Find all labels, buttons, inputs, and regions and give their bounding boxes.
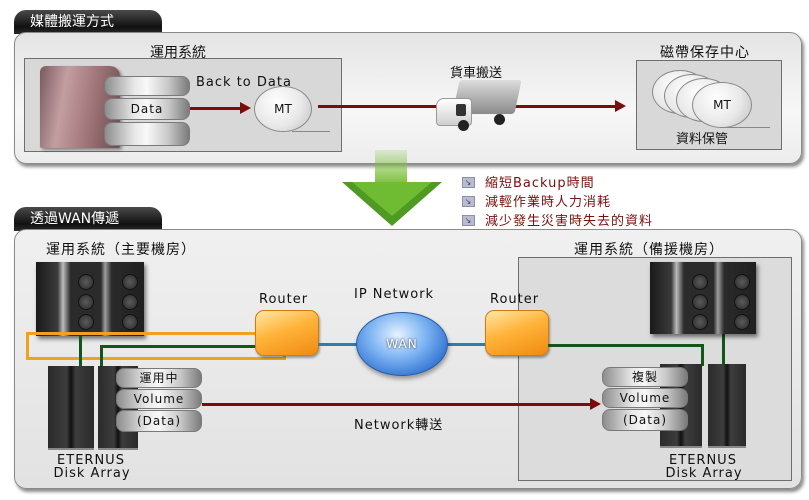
disk-array-rack (708, 364, 746, 448)
disk-array-rack (48, 366, 94, 450)
green-link (100, 345, 103, 368)
green-link (722, 334, 725, 366)
volume-data-label: (Data) (116, 410, 202, 432)
data-label: Data (104, 98, 190, 120)
tape-tail (292, 131, 330, 132)
orange-link (283, 352, 286, 360)
wan-cloud-icon: WAN (356, 312, 448, 376)
bullet-icon: ↘ (462, 215, 475, 226)
bullet-icon: ↘ (462, 177, 475, 188)
mt-label: MT (274, 102, 292, 116)
section2-title: 透過WAN傳遞 (30, 211, 120, 227)
ip-network-label: IP Network (354, 287, 435, 302)
tape-center-caption: 資料保管 (676, 132, 729, 147)
tape-center-mt-label: MT (713, 98, 731, 112)
section1-tab: 媒體搬運方式 (14, 10, 162, 34)
volume-data-label: (Data) (602, 409, 688, 431)
right-router-label: Router (490, 292, 540, 307)
primary-site-title: 運用系統（主要機房） (46, 242, 196, 258)
tape-stack-tail (720, 127, 770, 128)
green-link (100, 345, 256, 348)
ops-system-title: 運用系統 (150, 45, 206, 61)
orange-link (26, 357, 286, 360)
backup-volume-cylinder: 複製 Volume (Data) (602, 367, 688, 431)
tape-reel-icon: MT (254, 86, 312, 132)
network-transfer-arrow-head (590, 398, 601, 410)
volume-label: Volume (602, 388, 688, 408)
network-transfer-label: Network轉送 (354, 418, 444, 433)
primary-array-label-1: ETERNUS (57, 453, 125, 468)
down-arrow-icon (342, 150, 442, 230)
data-cylinder: Data (104, 76, 190, 148)
backup-site-title: 運用系統（備援機房） (574, 242, 724, 258)
green-link (548, 344, 704, 347)
right-router-icon (485, 310, 549, 356)
section1-title: 媒體搬運方式 (30, 14, 114, 30)
tape-reel-front: MT (692, 82, 752, 128)
blue-link (318, 343, 358, 346)
orange-link (26, 332, 29, 360)
backup-array-label-2: Disk Array (665, 466, 743, 481)
truck-icon (436, 80, 522, 132)
backup-array-label-1: ETERNUS (669, 453, 737, 468)
transport-arrow-head (615, 100, 626, 112)
bullet-icon: ↘ (462, 196, 475, 207)
primary-volume-cylinder: 運用中 Volume (Data) (116, 368, 202, 432)
back-to-data-label: Back to Data (196, 75, 292, 90)
benefit-item: ↘減輕作業時人力消耗 (462, 191, 611, 210)
left-router-icon (255, 310, 319, 356)
primary-array-label-2: Disk Array (53, 466, 131, 481)
backup-server-icon (650, 262, 756, 334)
wan-label: WAN (386, 337, 418, 351)
backup-arrow-head (240, 102, 251, 114)
benefit-item: ↘縮短Backup時間 (462, 172, 595, 191)
green-link (79, 336, 82, 368)
truck-transport-label: 貨車搬送 (450, 66, 503, 81)
tape-center-title: 磁帶保存中心 (660, 45, 750, 61)
volume-label: Volume (116, 389, 202, 409)
blue-link (446, 343, 486, 346)
primary-server-icon (36, 262, 144, 336)
network-transfer-arrow-line (202, 403, 592, 406)
green-link (701, 344, 704, 366)
volume-status: 運用中 (116, 368, 202, 388)
orange-link (26, 332, 256, 335)
backup-arrow-line (190, 107, 242, 110)
volume-status: 複製 (602, 367, 688, 387)
left-router-label: Router (259, 292, 309, 307)
section2-tab: 透過WAN傳遞 (14, 207, 162, 231)
benefit-item: ↘減少發生災害時失去的資料 (462, 210, 653, 229)
